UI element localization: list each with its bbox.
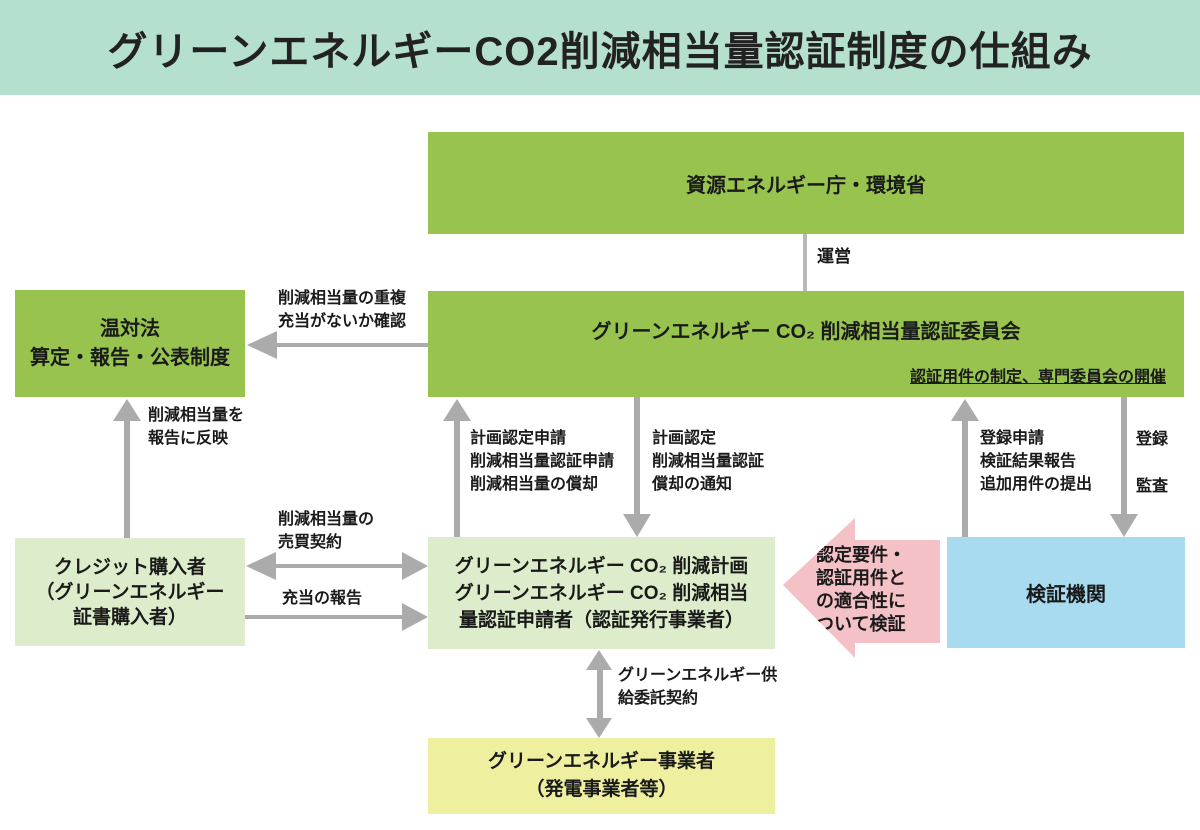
reflect-arrow-shaft [124,420,130,538]
supply-arrow-shaft [597,668,603,720]
audit-arrow-head [1110,514,1138,537]
trade-arrow-head-left [246,552,276,580]
operate-connector-line [803,234,807,291]
verifier-box: 検証機関 [947,537,1185,648]
ontaiho-box: 温対法 算定・報告・公表制度 [15,290,245,397]
committee-box: グリーンエネルギー CO₂ 削減相当量認証委員会 認証用件の制定、専門委員会の開… [428,291,1184,397]
approve-down-label: 計画認定 削減相当量認証 償却の通知 [652,430,765,493]
register-label: 登録 [1136,431,1169,448]
audit-label: 監査 [1136,478,1169,495]
audit-arrow-shaft [1121,397,1127,515]
supply-arrow-head-down [586,718,612,738]
trade-arrow-shaft [270,564,404,568]
register-up-label: 登録申請 検証結果報告 追加用件の提出 [980,430,1093,493]
trade-arrow-head-right [402,552,428,580]
applicant-box: グリーンエネルギー CO₂ 削減計画 グリーンエネルギー CO₂ 削減相当 量認… [428,537,775,649]
register-arrow-head [951,399,979,421]
allocation-report-label: 充当の報告 [282,590,363,607]
trade-contract-label: 削減相当量の 売買契約 [278,511,375,551]
verify-note-label: 認定要件・ 認証用件と の適合性に ついて検証 [816,545,906,634]
supply-contract-label: グリーンエネルギー供 給委託契約 [618,667,778,707]
verify-block-arrow: 認定要件・ 認証用件と の適合性に ついて検証 [783,518,940,658]
dup-check-arrow-shaft [277,343,428,347]
apply-up-label: 計画認定申請 削減相当量認証申請 削減相当量の償却 [470,430,615,493]
apply-arrow-shaft [454,420,460,537]
apply-arrow-head [443,399,471,421]
register-arrow-shaft [962,420,968,537]
dup-check-label: 削減相当量の重複 充当がないか確認 [278,290,407,330]
approve-arrow-head [623,514,651,537]
operate-label: 運営 [817,247,851,266]
agency-box: 資源エネルギー庁・環境省 [428,132,1184,234]
page-title: グリーンエネルギーCO2削減相当量認証制度の仕組み [107,29,1093,74]
allocation-arrow-head [402,603,428,631]
dup-check-arrow-head [247,331,277,359]
committee-title: グリーンエネルギー CO₂ 削減相当量認証委員会 [591,321,1021,343]
reflect-report-label: 削減相当量を 報告に反映 [148,407,245,447]
approve-arrow-shaft [634,397,640,515]
reflect-arrow-head [113,399,141,421]
title-banner: グリーンエネルギーCO2削減相当量認証制度の仕組み [0,0,1200,95]
credit-purchaser-box: クレジット購入者 （グリーンエネルギー 証書購入者） [15,538,245,646]
allocation-arrow-shaft [245,615,403,619]
energy-provider-box: グリーンエネルギー事業者 （発電事業者等） [428,738,775,814]
committee-note: 認証用件の制定、専門委員会の開催 [909,369,1166,386]
supply-arrow-head-up [586,650,612,670]
